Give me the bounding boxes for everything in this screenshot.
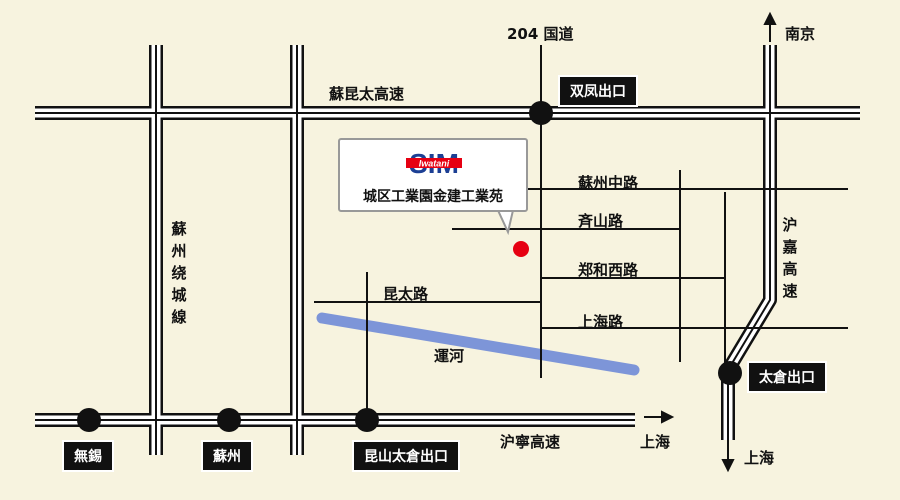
- street-label-zhenghe: 郑和西路: [578, 261, 639, 279]
- street-label-kuntai: 昆太路: [383, 285, 429, 303]
- expressway-lines: [35, 45, 860, 455]
- south-expressway-label: 沪寧高速: [500, 433, 561, 451]
- company-logo: SIM Iwatani: [398, 149, 470, 177]
- direction-shanghai-east: 上海: [640, 433, 671, 451]
- national-road-label: 204 国道: [507, 25, 574, 43]
- interchange-dots: [77, 101, 742, 432]
- north-expressway-label: 蘇昆太高速: [329, 85, 405, 103]
- direction-shanghai-south: 上海: [744, 449, 775, 467]
- exit-shuangfeng[interactable]: 双凤出口: [558, 75, 638, 107]
- direction-nanjing: 南京: [785, 25, 816, 43]
- destination-marker[interactable]: [513, 241, 529, 257]
- destination-name: 城区工業園金建工業苑: [363, 189, 503, 205]
- destination-callout: SIM Iwatani 城区工業園金建工業苑: [338, 138, 528, 212]
- street-label-qishan: 斉山路: [578, 212, 624, 230]
- direction-arrows: [644, 11, 777, 473]
- local-streets: [314, 45, 848, 420]
- street-label-suzhou-zhonglu: 蘇州中路: [578, 174, 639, 192]
- place-suzhou[interactable]: 蘇州: [201, 440, 253, 472]
- street-label-shanghai: 上海路: [578, 313, 624, 331]
- place-wuxi[interactable]: 無錫: [62, 440, 114, 472]
- west-expressway-label: 蘇州绕城線: [171, 220, 187, 326]
- east-expressway-label: 沪嘉高速: [782, 216, 798, 300]
- canal-label: 運河: [434, 347, 465, 365]
- logo-sub-text: Iwatani: [419, 159, 450, 169]
- canal: [316, 312, 640, 376]
- exit-taicang[interactable]: 太倉出口: [747, 361, 827, 393]
- exit-kunshan-taicang[interactable]: 昆山太倉出口: [352, 440, 460, 472]
